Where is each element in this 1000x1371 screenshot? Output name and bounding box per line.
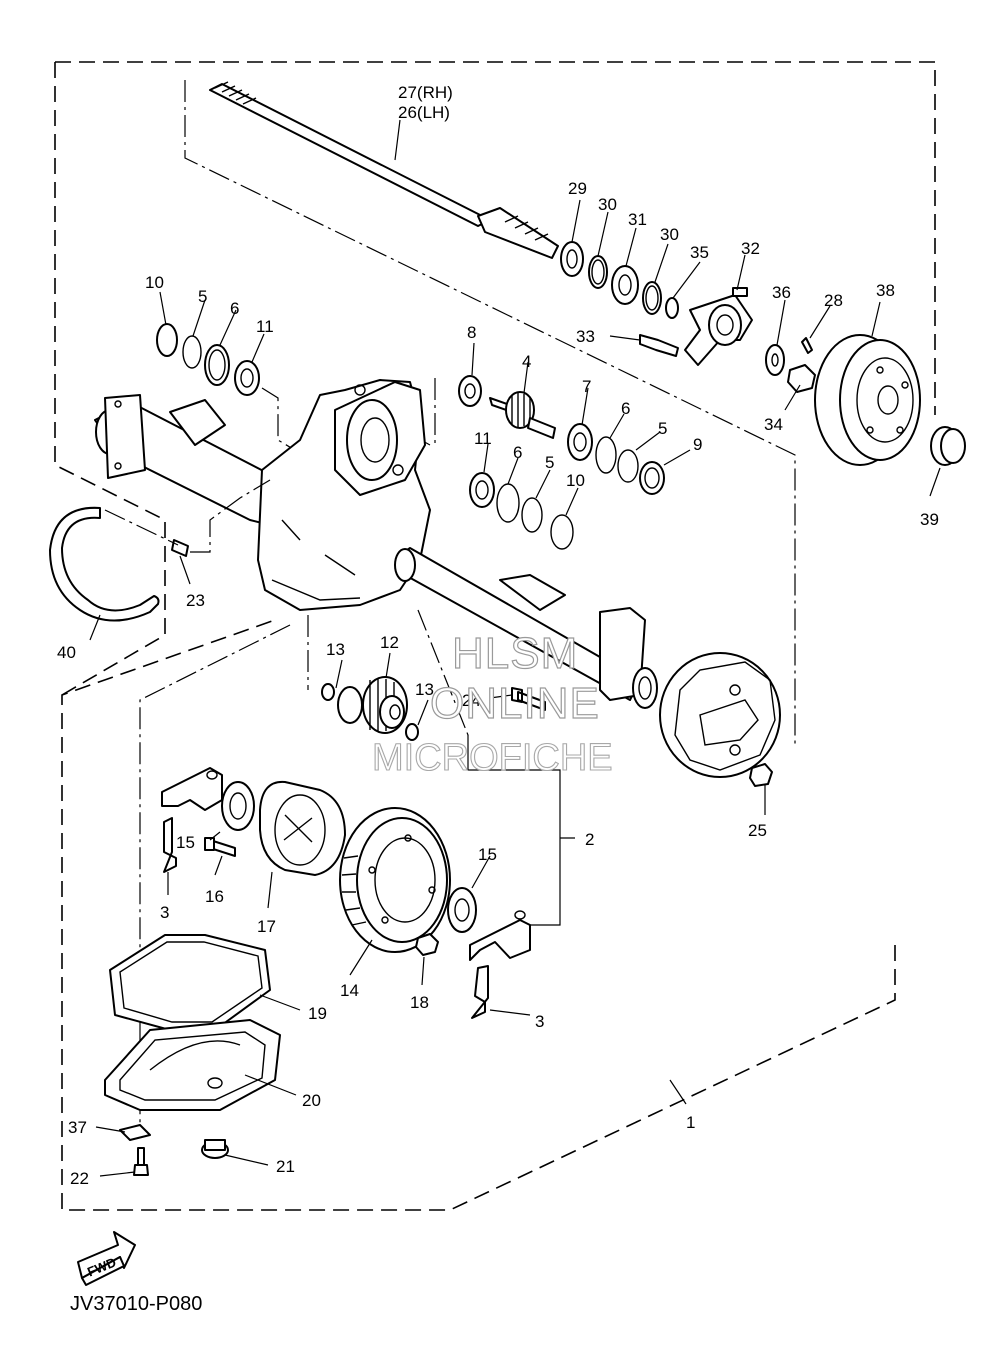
callout-1: 1 [686,1113,695,1132]
diff-case [204,780,346,876]
callout-6c: 6 [513,443,522,462]
callout-24: 24 [462,691,481,710]
callout-5c: 5 [545,453,554,472]
callout-8: 8 [467,323,476,342]
pinion-gear [458,375,665,550]
brake-drum [814,334,921,466]
callout-39: 39 [920,510,939,529]
callout-13b: 13 [415,680,434,699]
callout-6b: 6 [621,399,630,418]
callout-30b: 30 [660,225,679,244]
callout-19: 19 [308,1004,327,1023]
callout-3a: 3 [160,903,169,922]
washer [765,344,785,376]
watermark-line-1: HLSM [452,629,578,678]
callout-10a: 10 [145,273,164,292]
diff-group-bracket [467,735,575,926]
diff-pinion [337,676,408,734]
callout-28: 28 [824,291,843,310]
axle-shaft [209,81,559,259]
cover-gasket [109,934,271,1031]
callout-35: 35 [690,243,709,262]
callout-22: 22 [70,1169,89,1188]
breather-fitting [171,539,189,557]
callout-12: 12 [380,633,399,652]
callout-30a: 30 [598,195,617,214]
callout-32: 32 [741,239,760,258]
bearing-cap-left [161,767,223,873]
callout-11a: 11 [256,317,274,336]
callout-23: 23 [186,591,205,610]
nut-25 [749,763,773,787]
bolt-24 [511,687,546,711]
circlip-13b [405,723,419,741]
drain-plug [201,1139,229,1159]
callout-40: 40 [57,643,76,662]
castle-nut [787,364,816,393]
brake-shoe-assembly [659,652,781,778]
ring-gear-nut [415,933,439,956]
diagram-code: JV37010-P080 [70,1293,202,1315]
watermark: HLSM ONLINE MICROFICHE [371,628,613,779]
leader-lines [89,119,941,1177]
callout-38: 38 [876,281,895,300]
callout-labels: 1 2 3 3 4 5 5 5 6 6 6 7 8 9 10 10 11 11 … [57,83,939,1188]
dust-cap [930,426,966,466]
clip-37 [119,1124,151,1141]
callout-29: 29 [568,179,587,198]
bearing-cap-right [469,910,531,1019]
axle-housing [94,379,658,709]
callout-13a: 13 [326,640,345,659]
callout-26: 26(LH) [398,103,450,122]
callout-36: 36 [772,283,791,302]
callout-11b: 11 [474,429,492,448]
callout-15a: 15 [176,833,195,852]
callout-5b: 5 [658,419,667,438]
callout-25: 25 [748,821,767,840]
assembly-boundary [54,61,936,1211]
callout-4: 4 [522,352,531,371]
ring-gear-bearing [447,887,477,933]
callout-5a: 5 [198,287,207,306]
callout-37: 37 [68,1118,87,1137]
callout-18: 18 [410,993,429,1012]
callout-3b: 3 [535,1012,544,1031]
breather-hose [49,506,160,622]
forward-arrow-icon: FWD [77,1231,136,1286]
shaft-bearing-set [560,241,679,319]
left-seal-set [156,323,260,396]
callout-31: 31 [628,210,647,229]
callout-6a: 6 [230,299,239,318]
circlip-13a [321,683,335,701]
hub [639,287,753,366]
callout-17: 17 [257,917,276,936]
watermark-line-2: ONLINE [430,679,600,728]
watermark-line-3: MICROFICHE [372,737,613,779]
callout-21: 21 [276,1157,295,1176]
callout-10b: 10 [566,471,585,490]
callout-2: 2 [585,830,594,849]
callout-33: 33 [576,327,595,346]
callout-15b: 15 [478,845,497,864]
axle-boundary [184,80,796,745]
callout-14: 14 [340,981,359,1000]
cotter-pin [801,337,813,354]
callout-9: 9 [693,435,702,454]
bolt-22 [133,1147,149,1176]
callout-27: 27(RH) [398,83,453,102]
differential-cover [104,1019,281,1111]
ring-gear [339,807,451,953]
callout-7: 7 [582,377,591,396]
callout-20: 20 [302,1091,321,1110]
callout-34: 34 [764,415,783,434]
callout-16: 16 [205,887,224,906]
